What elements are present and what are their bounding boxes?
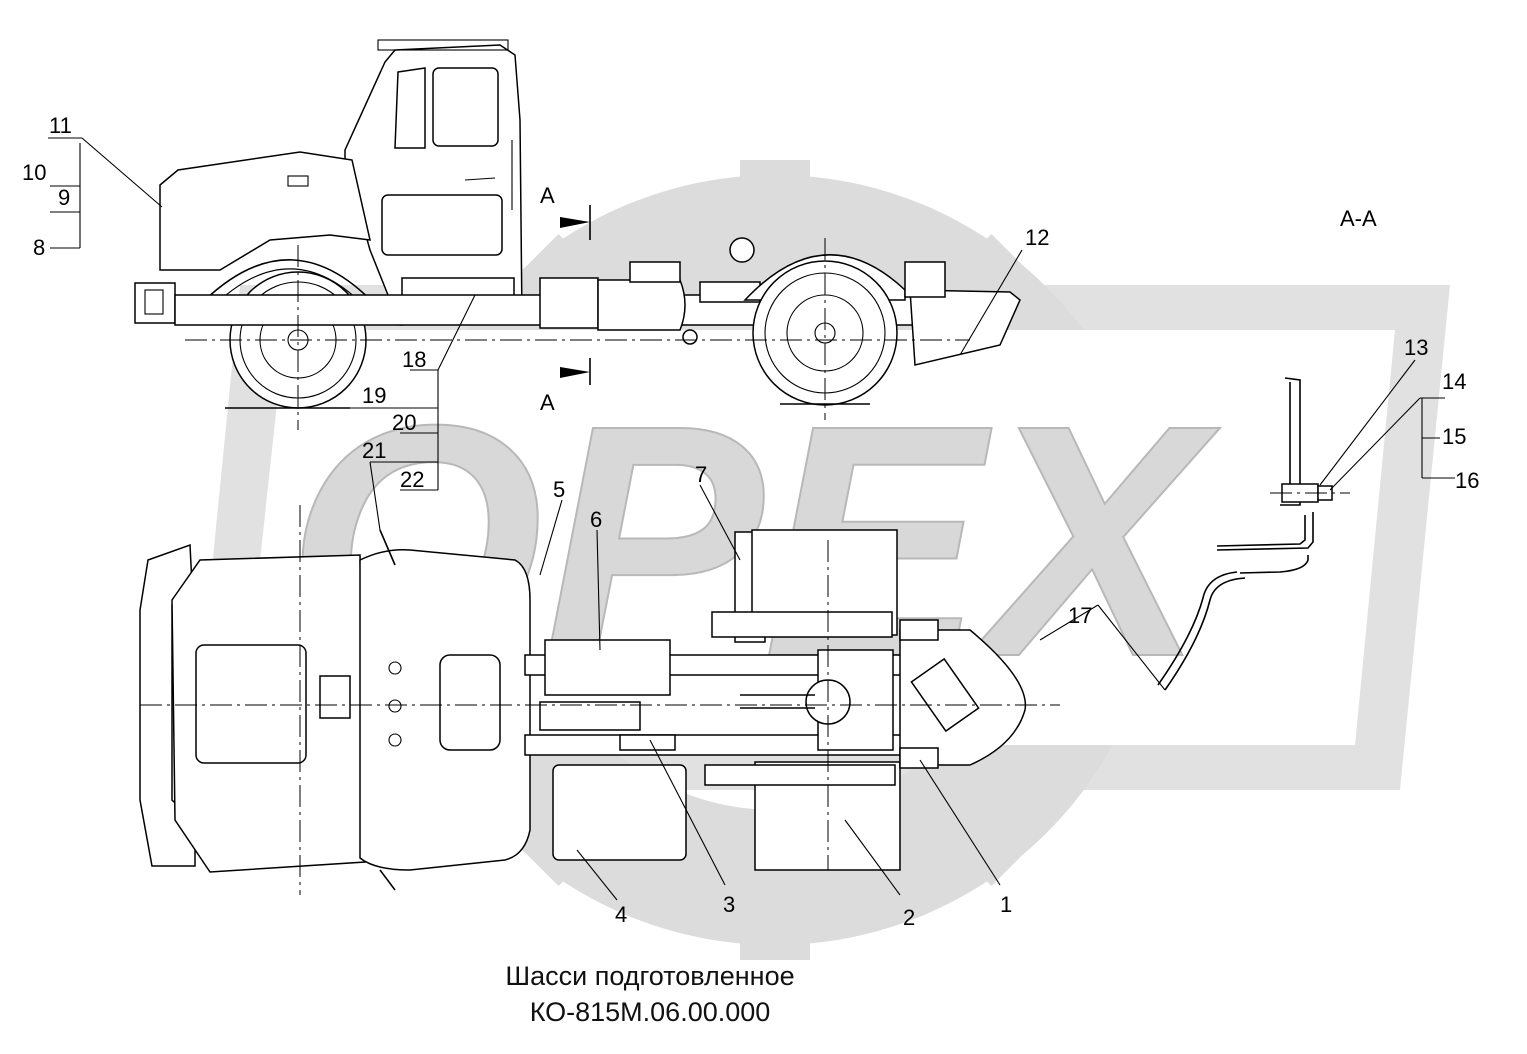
section-arrow-label-bottom: А — [540, 390, 555, 415]
leader-lines — [48, 137, 1455, 901]
callout-1: 1 — [1000, 892, 1012, 917]
callout-20: 20 — [392, 410, 416, 435]
callout-11: 11 — [49, 113, 72, 138]
caption-title: Шасси подготовленное — [505, 961, 794, 991]
callout-17: 17 — [1068, 603, 1092, 628]
callout-19: 19 — [362, 383, 386, 408]
section-view-title: А-А — [1340, 206, 1377, 231]
callout-3: 3 — [723, 892, 735, 917]
hood-side — [159, 151, 371, 271]
callout-9: 9 — [58, 185, 70, 210]
callout-22: 22 — [400, 467, 424, 492]
callout-labels: 1 2 3 4 5 6 7 8 9 10 11 12 13 14 15 16 1… — [22, 113, 1479, 930]
callout-16: 16 — [1455, 468, 1479, 493]
callout-15: 15 — [1442, 424, 1466, 449]
callout-12: 12 — [1025, 225, 1049, 250]
callout-10: 10 — [22, 160, 46, 185]
truck-top-view — [139, 505, 1060, 895]
callout-21: 21 — [362, 438, 386, 463]
callout-13: 13 — [1404, 335, 1428, 360]
truck-side-view — [134, 39, 1021, 430]
section-cut-marker — [560, 205, 591, 385]
fuel-tank-top — [552, 764, 687, 861]
callout-5: 5 — [553, 477, 565, 502]
callout-6: 6 — [590, 507, 602, 532]
front-bumper — [134, 282, 176, 324]
section-aa-detail — [1157, 377, 1350, 691]
callout-2: 2 — [903, 905, 915, 930]
callout-8: 8 — [33, 235, 45, 260]
callout-4: 4 — [615, 902, 627, 927]
callout-18: 18 — [402, 347, 426, 372]
caption-drawing-number: КО-815М.06.00.000 — [530, 997, 771, 1027]
rear-guard-side — [909, 289, 1021, 366]
section-arrow-label-top: А — [540, 183, 555, 208]
callout-7: 7 — [695, 462, 707, 487]
callout-14: 14 — [1442, 369, 1466, 394]
